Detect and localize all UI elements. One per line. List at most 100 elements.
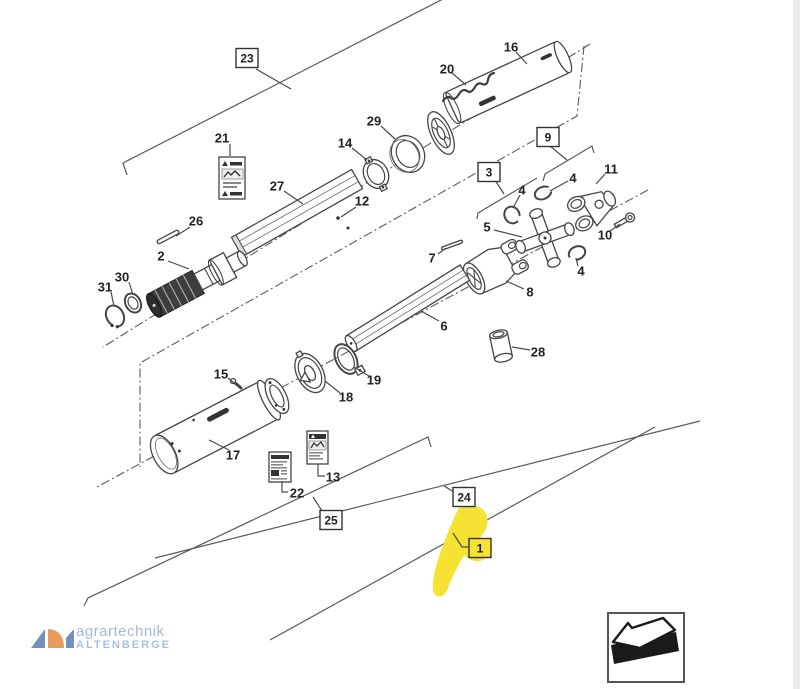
dealer-logo-name: agrartechnik <box>76 623 165 640</box>
leader-25 <box>312 496 323 512</box>
leader-15 <box>227 377 235 384</box>
callout-24: 24 <box>457 491 471 505</box>
part-18-guard-cone <box>294 349 326 394</box>
part-11-yoke <box>566 190 617 232</box>
part-27-profile-tube <box>230 168 364 258</box>
callout-1: 1 <box>477 542 484 556</box>
part-20-spring-pin <box>441 71 496 103</box>
callout-box-23 <box>235 47 259 69</box>
callout-31: 31 <box>98 280 112 295</box>
part-8-yoke <box>462 238 530 295</box>
part-16-guard-tube <box>442 40 573 125</box>
callout-16: 16 <box>504 40 518 55</box>
part-12-grease-fitting-b <box>346 226 350 230</box>
bracket-23 <box>122 0 443 176</box>
callout-27: 27 <box>270 179 284 194</box>
logo-mark-wedge <box>66 629 74 648</box>
callout-box-24 <box>452 486 476 508</box>
leader-12 <box>340 206 357 218</box>
leader-13 <box>317 464 325 477</box>
callout-10: 10 <box>598 228 612 243</box>
callout-28: 28 <box>531 345 545 360</box>
leader-11 <box>595 173 606 185</box>
part-21-safety-decal <box>218 156 246 200</box>
leader-17 <box>208 439 230 451</box>
dealer-logo-city: ALTENBERGE <box>76 638 171 651</box>
logo-mark-sail <box>48 629 64 648</box>
leader-4a <box>549 180 569 192</box>
part-2-splined-shaft <box>146 250 248 318</box>
callout-13: 13 <box>326 470 340 485</box>
page-edge-strip <box>793 0 800 689</box>
part-26-roll-pin <box>156 229 180 245</box>
leader-22 <box>281 481 288 493</box>
logo-mark-triangle <box>31 629 45 648</box>
callout-17: 17 <box>226 448 240 463</box>
callout-4b: 4 <box>518 183 526 198</box>
part-6-profile-shaft <box>344 264 471 352</box>
leader-14 <box>351 147 368 161</box>
leader-19 <box>353 366 370 377</box>
leader-28 <box>511 346 531 351</box>
part-5-cross-journal <box>515 208 575 268</box>
part-22-decal <box>268 451 292 483</box>
callout-box-1 <box>468 537 492 559</box>
callout-19: 19 <box>367 373 381 388</box>
leader-16 <box>515 51 528 65</box>
bracket-9 <box>542 145 595 182</box>
part-15-screw <box>229 377 243 390</box>
callout-box-25 <box>319 509 343 531</box>
leader-8 <box>505 280 525 290</box>
callout-box-9 <box>536 126 560 148</box>
callout-5: 5 <box>483 220 490 235</box>
leader-3 <box>494 179 505 195</box>
callout-11: 11 <box>604 162 618 177</box>
callout-14: 14 <box>338 136 353 151</box>
dealer-logo-mark <box>31 629 74 648</box>
bracket-24 <box>154 420 701 559</box>
boundary-sub-assembly <box>139 45 585 467</box>
callout-15: 15 <box>214 367 228 382</box>
leader-26 <box>175 226 191 237</box>
callout-9: 9 <box>545 131 552 145</box>
part-13-warning-decal <box>306 430 329 465</box>
callout-6: 6 <box>440 319 447 334</box>
callout-21: 21 <box>215 131 229 146</box>
callout-4a: 4 <box>569 171 577 186</box>
part-12-grease-fitting <box>336 216 340 220</box>
leader-27 <box>283 190 304 205</box>
dealer-logo: agrartechnik ALTENBERGE <box>76 624 171 651</box>
back-arrow-icon[interactable] <box>607 612 685 683</box>
highlighted-part-overlay <box>432 505 488 597</box>
callout-25: 25 <box>324 514 338 528</box>
leader-9 <box>549 145 568 161</box>
leader-4c <box>575 257 579 267</box>
callout-22: 22 <box>290 486 304 501</box>
part-29-bearing-ring <box>389 134 426 174</box>
part-31-snap-ring <box>104 304 126 332</box>
leader-23 <box>255 68 292 90</box>
leader-7 <box>437 247 447 255</box>
callout-26: 26 <box>189 214 203 229</box>
leader-31 <box>110 291 115 307</box>
callout-12: 12 <box>355 194 369 209</box>
callout-23: 23 <box>240 52 254 66</box>
leader-10 <box>609 223 621 232</box>
part-4-circlip-mid <box>503 205 525 225</box>
bracket-3 <box>476 177 538 220</box>
callout-20: 20 <box>440 62 454 77</box>
callout-8: 8 <box>526 285 533 300</box>
bracket-25 <box>83 436 432 607</box>
leader-5 <box>493 229 523 238</box>
callout-box-3 <box>477 161 501 183</box>
part-7-roll-pin <box>440 239 464 251</box>
callout-2: 2 <box>157 249 164 264</box>
part-4-circlip-bottom <box>567 245 587 264</box>
leader-6 <box>420 310 440 322</box>
part-17-guard-tube <box>149 377 290 475</box>
leader-20 <box>451 72 467 86</box>
leader-2 <box>167 260 190 270</box>
